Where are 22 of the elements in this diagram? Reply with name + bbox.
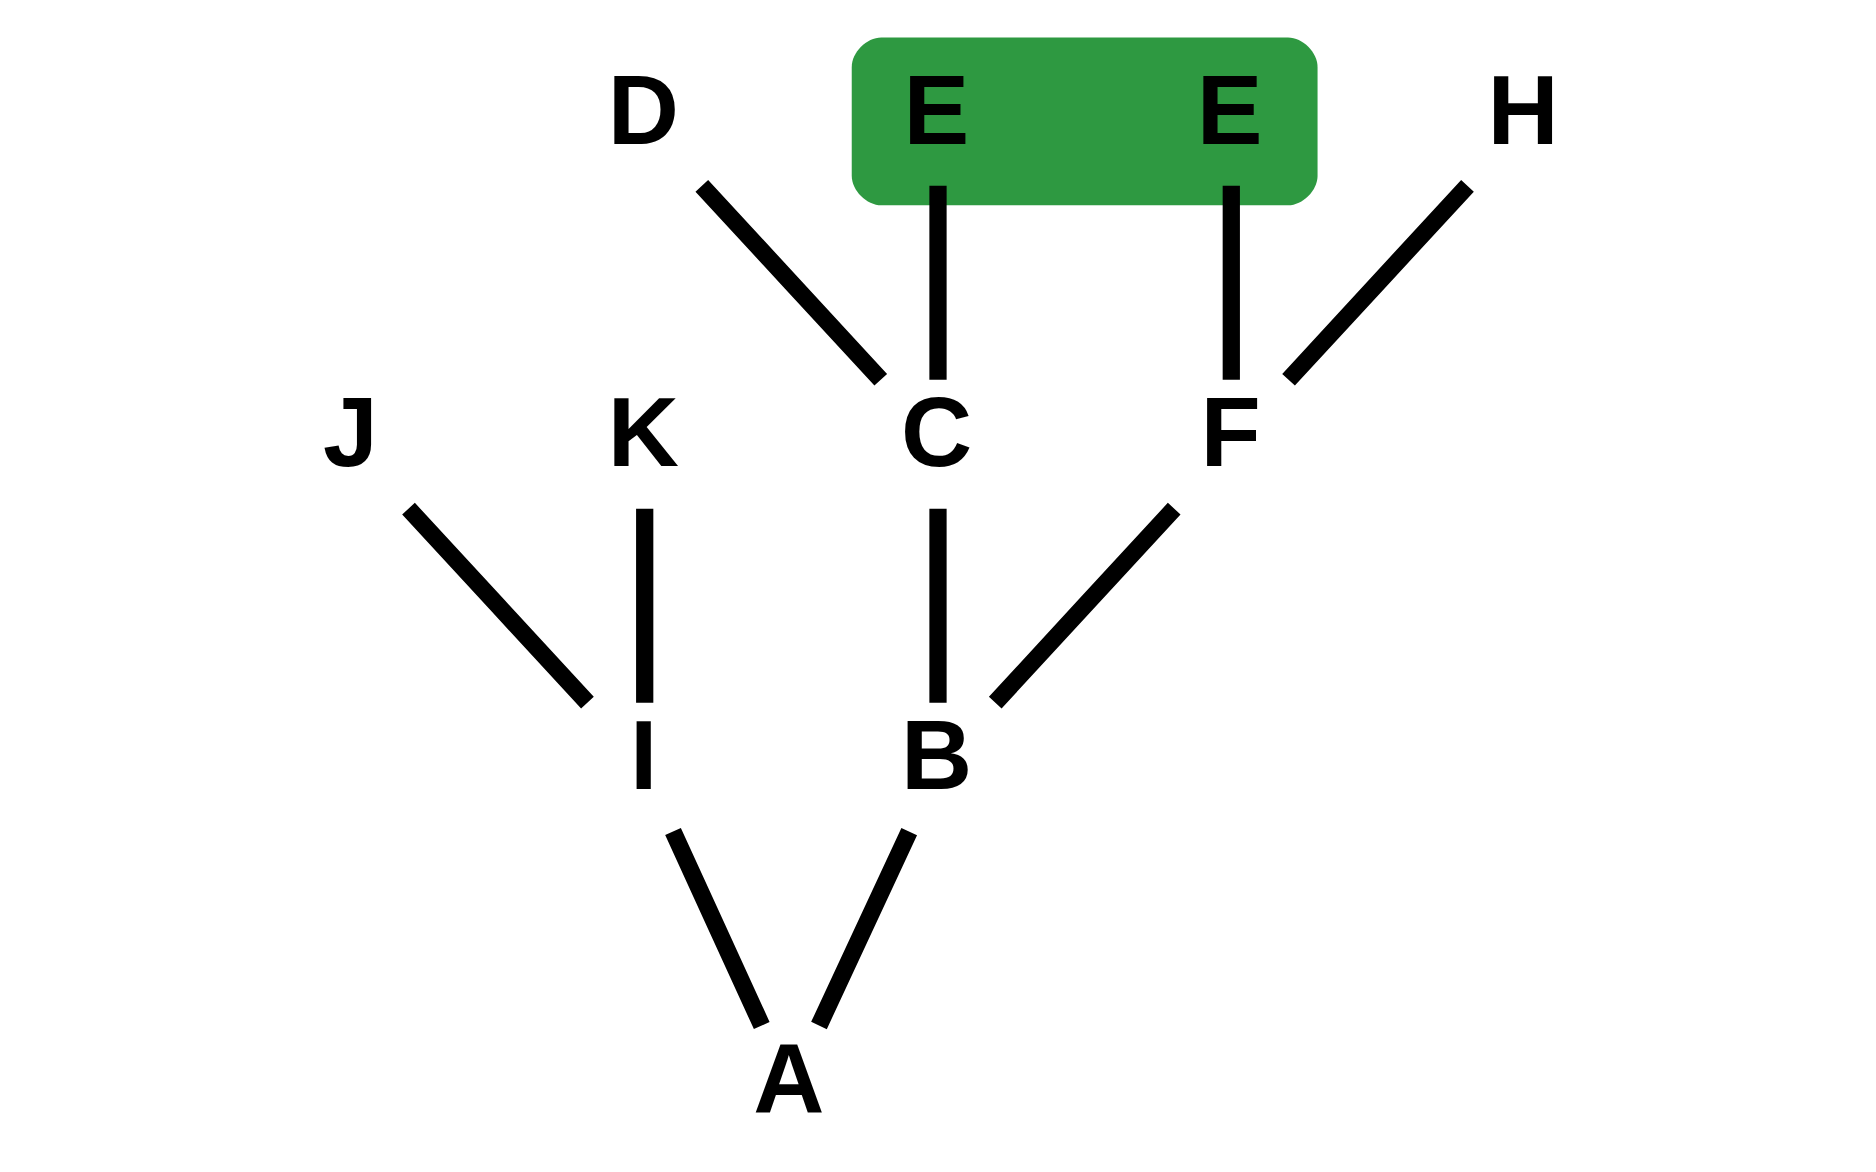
connector: [811, 827, 918, 1030]
node-text: I: [629, 700, 658, 811]
cluster: [851, 37, 1318, 206]
node-text: K: [607, 377, 679, 488]
connector: [695, 179, 888, 386]
connector: [1222, 185, 1240, 380]
connector: [1282, 179, 1474, 386]
node-text: D: [607, 54, 679, 165]
connector: [929, 185, 947, 380]
connector: [665, 827, 770, 1030]
node-text: F: [1200, 377, 1261, 488]
node-text: H: [1487, 54, 1559, 165]
node-text: E: [903, 54, 970, 165]
node-text: J: [323, 377, 378, 488]
node-text: C: [901, 377, 973, 488]
connector: [636, 508, 654, 703]
connector: [988, 502, 1181, 709]
node-text: A: [753, 1023, 825, 1134]
node-text: E: [1196, 54, 1263, 165]
connector: [402, 502, 594, 709]
node-text: B: [901, 700, 973, 811]
connector: [929, 508, 947, 703]
